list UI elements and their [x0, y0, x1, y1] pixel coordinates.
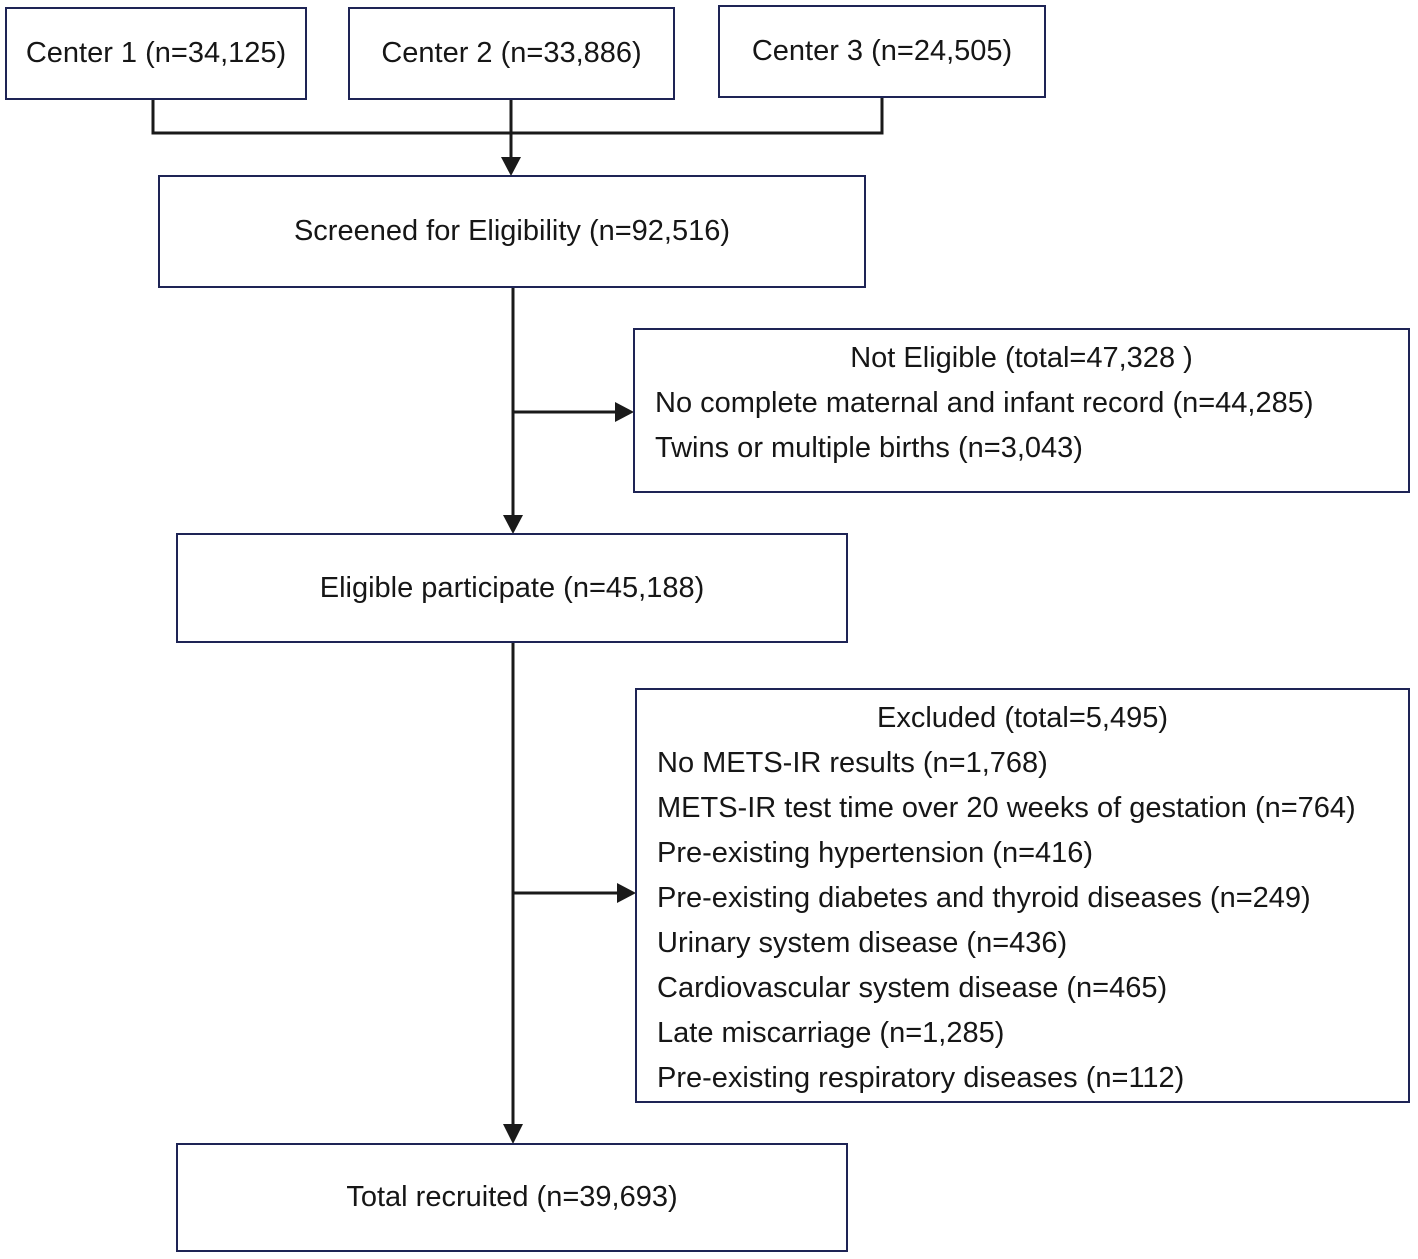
node-center-1-label: Center 1 (n=34,125)	[25, 37, 287, 69]
node-screened: Screened for Eligibility (n=92,516)	[158, 175, 866, 288]
node-total-recruited-label: Total recruited (n=39,693)	[346, 1181, 678, 1213]
node-excluded-item: Urinary system disease (n=436)	[657, 927, 1068, 959]
arrowhead-to-total	[503, 1124, 523, 1144]
node-excluded: Excluded (total=5,495) No METS-IR result…	[635, 688, 1410, 1103]
node-excluded-item: No METS-IR results (n=1,768)	[657, 747, 1048, 779]
node-excluded-item: Pre-existing respiratory diseases (n=112…	[657, 1062, 1185, 1094]
node-center-3: Center 3 (n=24,505)	[718, 5, 1046, 98]
node-center-3-label: Center 3 (n=24,505)	[751, 35, 1013, 67]
node-eligible: Eligible participate (n=45,188)	[176, 533, 848, 643]
arrowhead-to-not-eligible	[615, 402, 634, 422]
node-excluded-item: METS-IR test time over 20 weeks of gesta…	[657, 792, 1356, 824]
node-not-eligible: Not Eligible (total=47,328 ) No complete…	[633, 328, 1410, 493]
node-eligible-label: Eligible participate (n=45,188)	[319, 571, 705, 604]
node-excluded-item: Cardiovascular system disease (n=465)	[657, 972, 1168, 1004]
node-center-2: Center 2 (n=33,886)	[348, 7, 675, 100]
node-center-1: Center 1 (n=34,125)	[5, 7, 307, 100]
node-not-eligible-title: Not Eligible (total=47,328 )	[850, 342, 1193, 374]
node-excluded-item: Pre-existing diabetes and thyroid diseas…	[657, 882, 1311, 914]
node-screened-label: Screened for Eligibility (n=92,516)	[293, 215, 731, 247]
arrowhead-to-eligible	[503, 515, 523, 534]
node-excluded-item: Late miscarriage (n=1,285)	[657, 1017, 1005, 1049]
arrowhead-to-screened	[501, 157, 521, 176]
node-center-2-label: Center 2 (n=33,886)	[381, 37, 642, 69]
node-not-eligible-item: Twins or multiple births (n=3,043)	[655, 432, 1083, 464]
node-total-recruited: Total recruited (n=39,693)	[176, 1143, 848, 1252]
node-excluded-title: Excluded (total=5,495)	[877, 702, 1168, 734]
node-excluded-item: Pre-existing hypertension (n=416)	[657, 837, 1094, 869]
node-not-eligible-item: No complete maternal and infant record (…	[655, 387, 1314, 419]
arrowhead-to-excluded	[617, 883, 636, 903]
